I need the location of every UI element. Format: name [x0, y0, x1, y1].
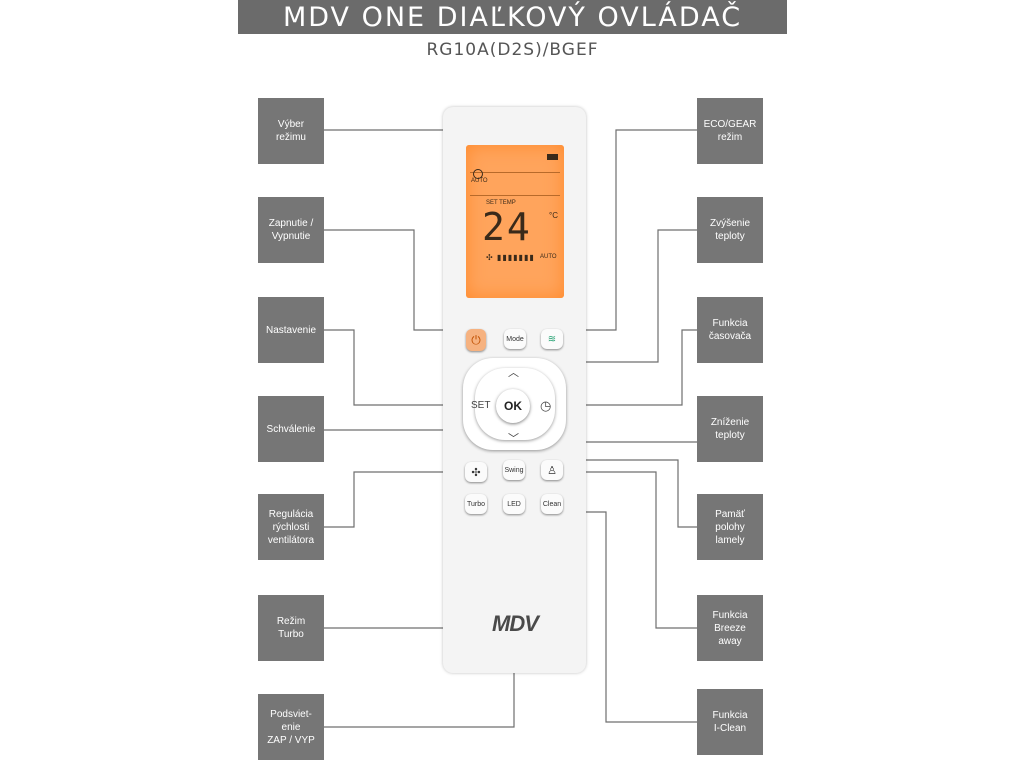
temp-down-button[interactable]: ﹀: [508, 433, 519, 445]
lcd-divider-2: [470, 195, 560, 196]
label-nastavenie: Nastavenie: [258, 297, 324, 363]
label-eco-gear: ECO/GEAR režim: [697, 98, 763, 164]
label-zapnutie-vypnutie: Zapnutie / Vypnutie: [258, 197, 324, 263]
model-number: RG10A(D2S)/BGEF: [426, 40, 599, 60]
page-title: MDV ONE DIAĽKOVÝ OVLÁDAČ: [238, 0, 787, 34]
label-podsvietenie: Podsviet- enie ZAP / VYP: [258, 694, 324, 760]
label-pamat-polohy-lamely: Pamäť polohy lamely: [697, 494, 763, 560]
auto-mode-icon: [473, 169, 483, 179]
line-eco: [562, 129, 697, 331]
lcd-auto-mode: AUTO: [471, 178, 488, 184]
battery-icon: [547, 154, 558, 160]
line-pamat: [514, 459, 697, 528]
label-schvalenie: Schválenie: [258, 396, 324, 462]
lcd-temperature: 24: [482, 205, 532, 249]
led-button[interactable]: LED: [503, 494, 525, 514]
set-button[interactable]: SET: [471, 400, 491, 411]
lcd-divider: [470, 172, 560, 173]
line-casovac: [556, 329, 697, 406]
line-breeze: [566, 471, 697, 629]
label-vyber-rezimu: Výber režimu: [258, 98, 324, 164]
timer-button[interactable]: ◷: [540, 398, 552, 413]
line-regulacia: [324, 471, 464, 528]
label-rezim-turbo: Režim Turbo: [258, 595, 324, 661]
label-znizenie-teploty: Zníženie teploty: [697, 396, 763, 462]
brand-logo: MDV: [492, 611, 539, 636]
mode-button[interactable]: Mode: [504, 329, 526, 349]
label-zvysenie-teploty: Zvýšenie teploty: [697, 197, 763, 263]
lcd-fan-bars: ✣ ▮▮▮▮▮▮▮: [486, 253, 535, 262]
line-zapnutie: [324, 229, 466, 331]
lcd-fan-auto: AUTO: [540, 254, 557, 260]
turbo-button[interactable]: Turbo: [465, 494, 487, 514]
breeze-away-button[interactable]: ♙: [541, 460, 563, 480]
power-button[interactable]: ⏻: [466, 329, 486, 351]
lcd-unit: °C: [549, 211, 558, 220]
clean-button[interactable]: Clean: [541, 494, 563, 514]
eco-gear-button[interactable]: ≋: [541, 329, 563, 349]
line-nastavenie: [324, 329, 470, 406]
label-i-clean: Funkcia I-Clean: [697, 689, 763, 755]
lcd-display: AUTO SET TEMP 24 °C ✣ ▮▮▮▮▮▮▮ AUTO: [466, 145, 564, 298]
line-zvysenie: [516, 229, 697, 363]
temp-up-button[interactable]: ︿: [508, 367, 519, 379]
label-funkcia-casovaca: Funkcia časovača: [697, 297, 763, 363]
lcd-set-temp: SET TEMP: [486, 200, 516, 206]
ok-button[interactable]: OK: [496, 389, 530, 423]
swing-button[interactable]: Swing: [503, 460, 525, 480]
label-regulacia-ventilatora: Regulácia rýchlosti ventilátora: [258, 494, 324, 560]
fan-speed-button[interactable]: ✣: [465, 462, 487, 482]
label-breeze-away: Funkcia Breeze away: [697, 595, 763, 661]
